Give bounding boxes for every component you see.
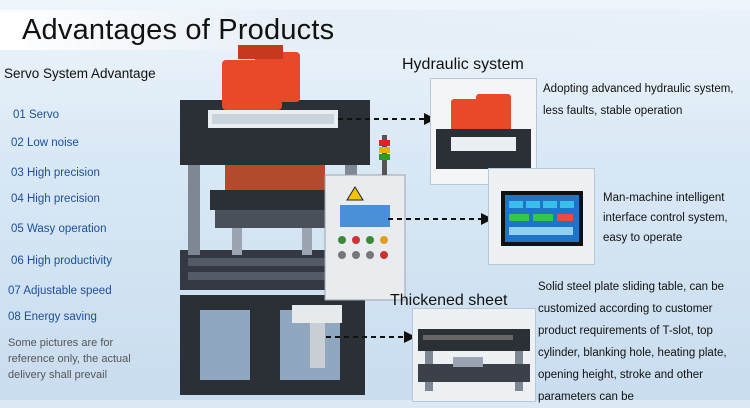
advantage-item: 08 Energy saving <box>8 311 97 323</box>
control-panel-image <box>488 168 595 265</box>
hydraulic-system-description: Adopting advanced hydraulic system, less… <box>543 83 734 117</box>
panel-description: Man-machine intelligent interface contro… <box>603 192 728 244</box>
thickened-sheet-image <box>412 308 536 402</box>
arrow-icon <box>326 331 416 343</box>
advantage-item: 05 Wasy operation <box>11 223 107 235</box>
advantage-item: 06 High productivity <box>11 255 112 267</box>
advantage-item: 03 High precision <box>11 167 100 179</box>
hydraulic-press-image <box>180 45 406 395</box>
arrow-icon <box>388 213 493 225</box>
disclaimer-note: Some pictures are for reference only, th… <box>8 337 131 381</box>
servo-advantage-heading: Servo System Advantage <box>4 66 156 81</box>
advantage-item: 07 Adjustable speed <box>8 285 112 297</box>
thickened-sheet-heading: Thickened sheet <box>390 292 508 309</box>
thickened-sheet-description: Solid steel plate sliding table, can be … <box>538 281 727 403</box>
advantage-item: 01 Servo <box>13 109 60 121</box>
page-title: Advantages of Products <box>22 14 335 46</box>
advantage-item: 04 High precision <box>11 193 100 205</box>
advantage-item: 02 Low noise <box>11 137 79 149</box>
hydraulic-system-heading: Hydraulic system <box>402 56 524 73</box>
hydraulic-system-image <box>430 78 537 185</box>
arrow-icon <box>338 113 436 125</box>
title-banner <box>0 10 750 50</box>
